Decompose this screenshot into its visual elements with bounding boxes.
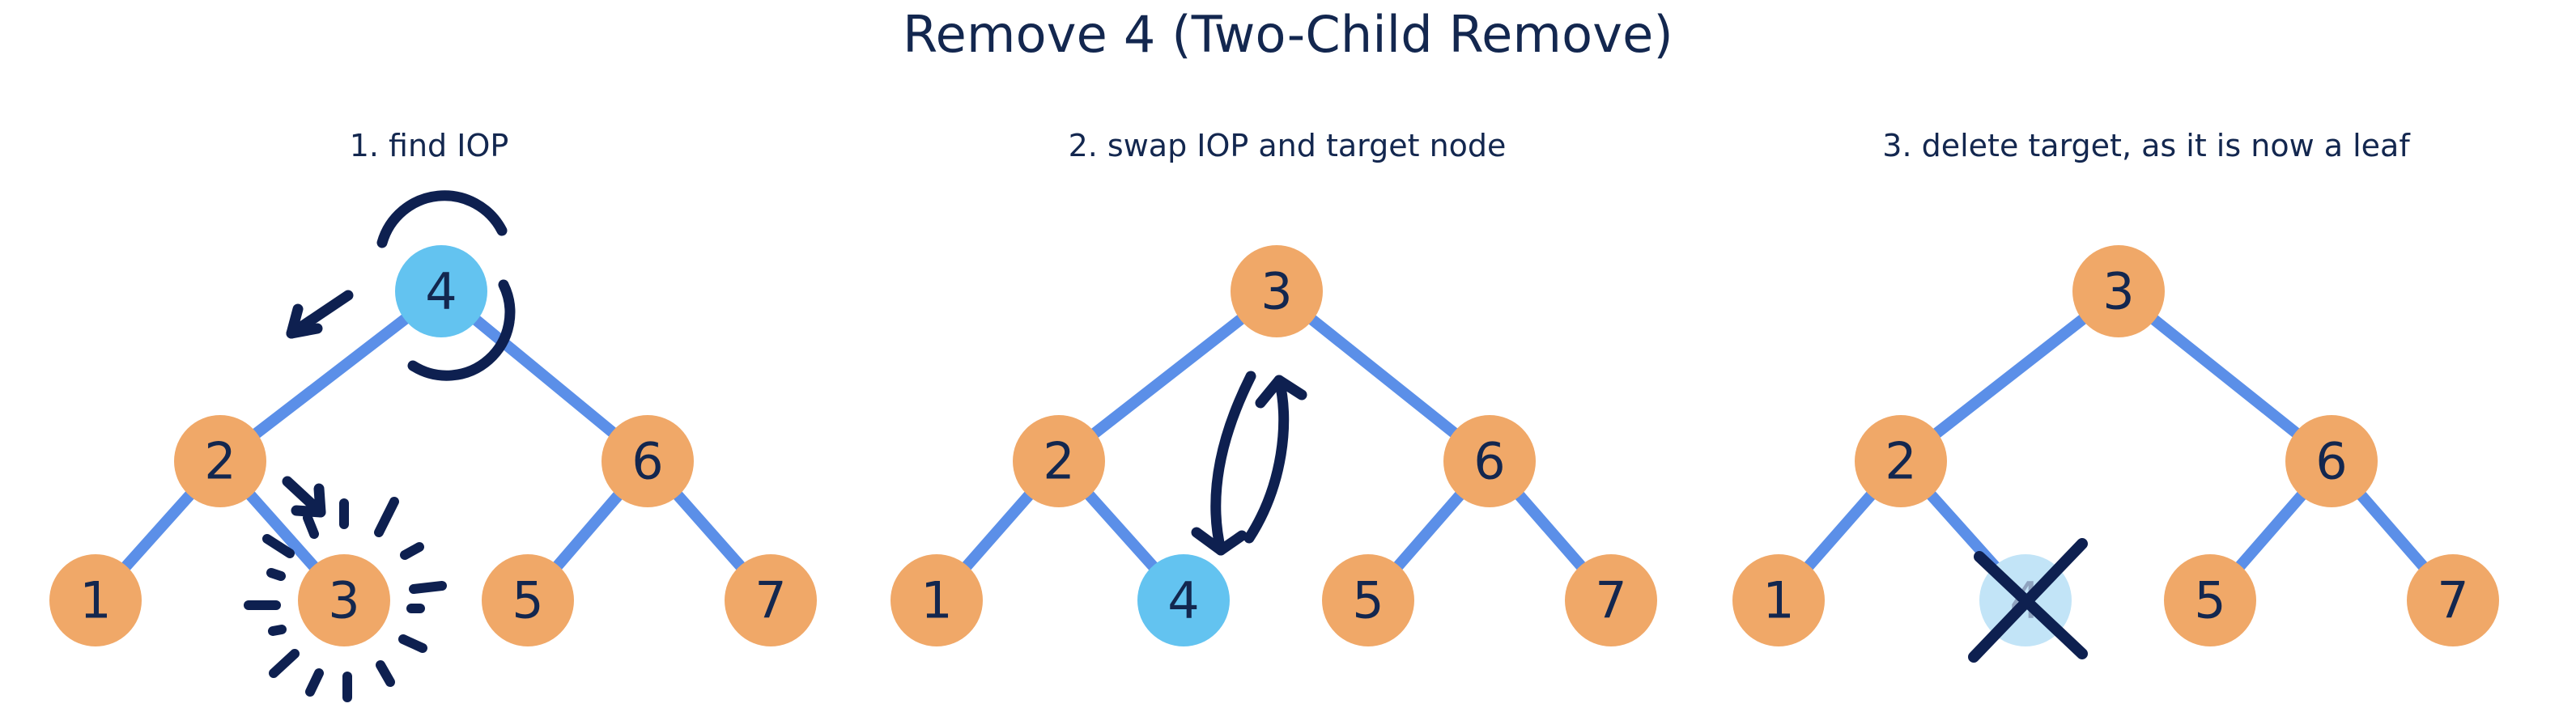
node-circle[interactable]: [395, 245, 487, 337]
node-label: 5: [1352, 571, 1384, 630]
tree-node[interactable]: 1: [1732, 554, 1825, 646]
node-label: 6: [631, 432, 663, 491]
node-circle[interactable]: [1855, 415, 1947, 507]
tree-edge: [468, 312, 621, 440]
tree-node[interactable]: 2: [1855, 415, 1947, 507]
tree-node[interactable]: 1: [49, 554, 142, 646]
tree-node[interactable]: 2: [174, 415, 266, 507]
tree-edge: [959, 487, 1037, 574]
panel-delete: 3. delete target, as it is now a leaf: [1716, 0, 2576, 712]
page-title: Remove 4 (Two-Child Remove): [903, 5, 1673, 64]
annotation-swap-arrow-up: [1243, 375, 1307, 544]
node-label: 4: [1167, 571, 1199, 630]
tree-edge: [1082, 487, 1161, 574]
tree-node[interactable]: 1: [891, 554, 983, 646]
node-circle[interactable]: [725, 554, 817, 646]
tree-node[interactable]: 7: [1565, 554, 1657, 646]
tree-edge: [2146, 312, 2304, 440]
edges-layer: [118, 312, 2431, 574]
node-label: 6: [2315, 432, 2347, 491]
panel-swap: 2. swap IOP and target node: [858, 0, 1716, 712]
node-label: 1: [920, 571, 952, 630]
tree-node[interactable]: 3: [2072, 245, 2165, 337]
panel-find-iop: 1. find IOP: [0, 0, 858, 712]
node-label: 2: [1885, 432, 1916, 491]
panel-3-caption: 3. delete target, as it is now a leaf: [1882, 128, 2410, 163]
tree-node[interactable]: 5: [482, 554, 574, 646]
node-circle[interactable]: [891, 554, 983, 646]
tree-node[interactable]: 5: [1322, 554, 1414, 646]
node-label: 7: [1595, 571, 1626, 630]
node-label: 7: [755, 571, 786, 630]
annotation-arrow-to-left-child: [286, 290, 354, 339]
node-label: 3: [2102, 262, 2134, 321]
node-label: 1: [79, 571, 111, 630]
node-circle[interactable]: [298, 554, 390, 646]
panel-2-caption: 2. swap IOP and target node: [1068, 128, 1507, 163]
node-circle[interactable]: [1322, 554, 1414, 646]
tree-node[interactable]: 6: [601, 415, 694, 507]
node-label: 5: [512, 571, 543, 630]
tree-node[interactable]: 7: [725, 554, 817, 646]
node-circle[interactable]: [49, 554, 142, 646]
tree-edge: [118, 487, 198, 574]
tree-edge: [1800, 487, 1879, 574]
tree-edge: [1511, 487, 1589, 574]
tree-node[interactable]: 4: [1137, 554, 1230, 646]
annotation-swap-arrow-down: [1191, 371, 1256, 556]
tree-node[interactable]: 4: [395, 245, 487, 337]
annotation-circular-arrow-around-root: [376, 190, 516, 381]
tree-edge: [2232, 487, 2310, 574]
tree-node[interactable]: 3: [1231, 245, 1323, 337]
node-circle[interactable]: [1013, 415, 1105, 507]
node-circle[interactable]: [2407, 554, 2499, 646]
tree-edge: [1304, 312, 1462, 440]
node-circle[interactable]: [1443, 415, 1536, 507]
annotation-sparkle-burst-on-iop: [244, 497, 447, 702]
node-label: 2: [204, 432, 236, 491]
node-circle[interactable]: [482, 554, 574, 646]
tree-edge: [670, 487, 748, 574]
node-circle[interactable]: [1565, 554, 1657, 646]
node-circle[interactable]: [2072, 245, 2165, 337]
tree-node[interactable]: 7: [2407, 554, 2499, 646]
node-circle[interactable]: [1732, 554, 1825, 646]
node-circle[interactable]: [174, 415, 266, 507]
tree-edge: [550, 488, 626, 574]
node-label: 7: [2437, 571, 2468, 630]
node-circle[interactable]: [2164, 554, 2256, 646]
tree-edge: [1928, 312, 2091, 441]
tree-node[interactable]: 6: [2285, 415, 2378, 507]
tree-edge: [1390, 487, 1468, 574]
tree-edge: [1086, 312, 1249, 441]
panel-1-caption: 1. find IOP: [349, 128, 509, 163]
node-label: 3: [328, 571, 359, 630]
node-label: 4: [425, 262, 457, 321]
node-label: 6: [1473, 432, 1505, 491]
node-circle[interactable]: [2285, 415, 2378, 507]
node-circle[interactable]: [1231, 245, 1323, 337]
nodes-layer: 426135732614573261457: [49, 245, 2499, 646]
node-label: 5: [2194, 571, 2225, 630]
annotation-cross-out-x-on-deleted-node: [1968, 538, 2088, 663]
annotation-arrow-to-iop: [282, 476, 326, 518]
tree-edge: [2353, 487, 2431, 574]
tree-node[interactable]: 2: [1013, 415, 1105, 507]
tree-node[interactable]: 5: [2164, 554, 2256, 646]
node-circle[interactable]: [601, 415, 694, 507]
node-label: 3: [1260, 262, 1292, 321]
tree-node[interactable]: 6: [1443, 415, 1536, 507]
node-circle[interactable]: [1137, 554, 1230, 646]
node-label: 2: [1043, 432, 1074, 491]
tree-edge: [243, 487, 321, 574]
tree-node[interactable]: 3: [298, 554, 390, 646]
tree-edge: [249, 312, 413, 441]
node-label: 1: [1762, 571, 1794, 630]
